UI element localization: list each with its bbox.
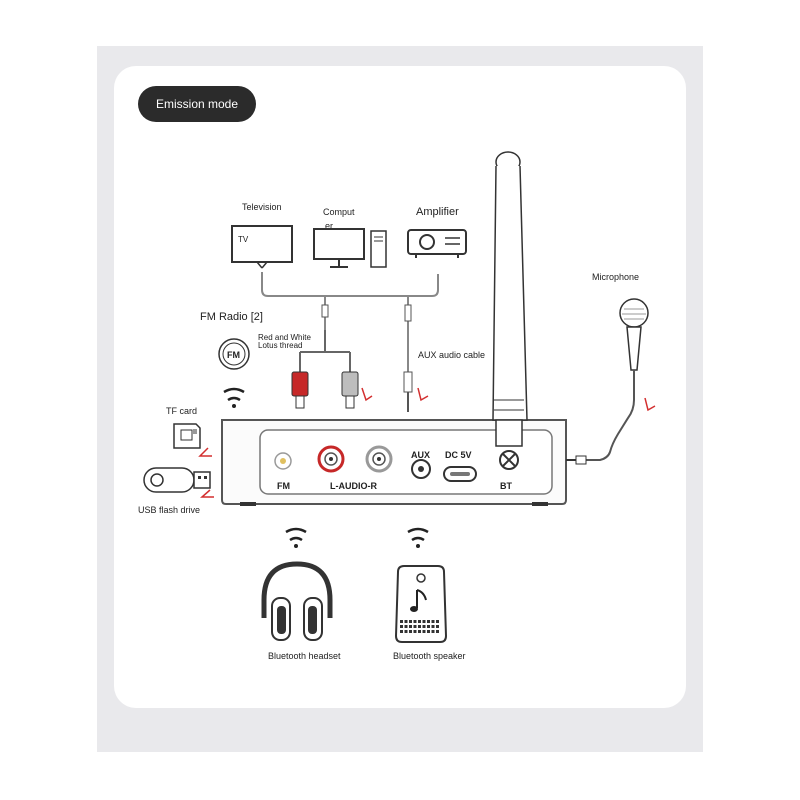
speaker-grille-dot (422, 625, 426, 628)
speaker-grille-dot (436, 620, 439, 623)
fm-signal-icon (223, 387, 245, 408)
speaker-grille-dot (436, 625, 439, 628)
speaker-grille-dot (427, 630, 430, 633)
audio-right-port (365, 445, 393, 473)
red-arrow-mic (644, 397, 656, 412)
port-label-fm: FM (277, 481, 290, 491)
fm-icon-text: FM (227, 350, 240, 360)
fm-radio-label: FM Radio [2] (200, 311, 263, 323)
speaker-grille-dot (431, 625, 435, 628)
computer-label-line2: er (325, 221, 334, 231)
tf-card-icon (173, 423, 201, 449)
aux-port (411, 459, 431, 479)
speaker-grille (400, 620, 439, 633)
television-label: Television (242, 202, 282, 212)
aux-cable (403, 296, 413, 412)
red-arrow-tf (198, 447, 212, 457)
amplifier-icon (407, 229, 467, 258)
rca-cable (291, 296, 359, 409)
rca-cable-label-line2: Lotus thread (258, 341, 303, 350)
speaker-grille-dot (418, 630, 421, 633)
speaker-grille-dot (427, 625, 430, 628)
rca-cable-label-line1: Red and White (258, 333, 311, 342)
speaker-grille-dot (422, 620, 426, 623)
speaker-grille-dot (409, 630, 412, 633)
headset-icon (261, 561, 333, 641)
speaker-grille-dot (404, 620, 408, 623)
port-label-audio: L-AUDIO-R (330, 481, 377, 491)
port-label-aux: AUX (411, 450, 430, 460)
headset-label: Bluetooth headset (268, 651, 341, 661)
usb-drive-label: USB flash drive (138, 505, 201, 515)
red-arrow-usb (200, 489, 214, 498)
antenna-icon (492, 151, 528, 470)
computer-icon (313, 228, 387, 268)
speaker-grille-dot (404, 630, 408, 633)
speaker-grille-dot (409, 625, 412, 628)
speaker-grille-dot (418, 620, 421, 623)
headset-signal-icon (285, 527, 307, 548)
speaker-grille-dot (400, 620, 403, 623)
speaker-signal-icon (407, 527, 429, 548)
speaker-grille-dot (413, 625, 417, 628)
fm-radio-icon: FM (218, 338, 250, 370)
microphone-icon (566, 298, 649, 465)
speaker-grille-dot (431, 620, 435, 623)
port-label-bt: BT (500, 481, 512, 491)
computer-label-line1: Comput (323, 207, 355, 217)
speaker-grille-dot (436, 630, 439, 633)
aux-cable-label: AUX audio cable (418, 350, 486, 360)
mode-badge: Emission mode (138, 86, 256, 122)
speaker-grille-dot (404, 625, 408, 628)
tv-icon: TV (231, 225, 293, 269)
dc-port (443, 466, 477, 482)
speaker-grille-dot (400, 625, 403, 628)
speaker-grille-dot (427, 620, 430, 623)
speaker-label: Bluetooth speaker (393, 651, 466, 661)
audio-left-port (317, 445, 345, 473)
amplifier-label: Amplifier (416, 206, 459, 218)
tv-screen-text: TV (238, 235, 249, 244)
speaker-grille-dot (418, 625, 421, 628)
speaker-grille-dot (413, 620, 417, 623)
usb-drive-icon (143, 467, 211, 493)
red-arrow-rca (361, 387, 373, 402)
port-label-dc: DC 5V (445, 450, 472, 460)
fm-port (274, 452, 292, 470)
speaker-grille-dot (413, 630, 417, 633)
tf-card-label: TF card (166, 406, 198, 416)
speaker-grille-dot (400, 630, 403, 633)
speaker-grille-dot (409, 620, 412, 623)
red-arrow-aux (417, 387, 429, 402)
speaker-grille-dot (422, 630, 426, 633)
microphone-label: Microphone (592, 272, 640, 282)
speaker-grille-dot (431, 630, 435, 633)
